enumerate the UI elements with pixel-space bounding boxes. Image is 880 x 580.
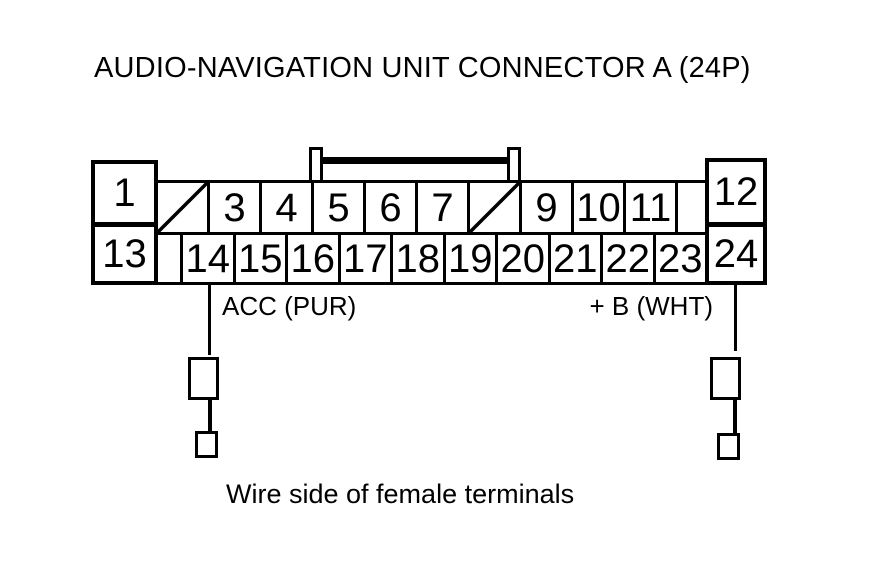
wire-label-plus-b: + B (WHT): [589, 291, 714, 321]
pin-number: 10: [576, 185, 621, 230]
pin-cell-11: 11: [623, 180, 678, 235]
pin-cell-20: 20: [495, 232, 551, 285]
pin-cell-4: 4: [259, 180, 314, 235]
pin-cell-15: 15: [232, 232, 288, 285]
diagram-title: AUDIO-NAVIGATION UNIT CONNECTOR A (24P): [94, 52, 751, 84]
wire-line-pin24-lower: [733, 398, 737, 436]
pin-cell-6: 6: [363, 180, 418, 235]
blank-cell-bottom-left: [155, 232, 183, 285]
pin-number: 6: [379, 185, 402, 230]
pin-cell-18: 18: [390, 232, 446, 285]
pin-cell-16: 16: [285, 232, 341, 285]
pin-cell-19: 19: [442, 232, 498, 285]
pin-number: 22: [605, 236, 651, 281]
pin-number: 19: [448, 236, 493, 281]
pin-cell-5: 5: [311, 180, 366, 235]
wire-line-pin24-upper: [734, 283, 737, 351]
no-terminal-slash-icon: [470, 183, 519, 232]
pin-cell-10: 10: [571, 180, 626, 235]
pin-cell-13: 13: [91, 223, 158, 285]
terminal-box-pin24-small: [717, 433, 740, 460]
pin-cell-9: 9: [519, 180, 574, 235]
pin-cell-8-no-terminal: [467, 180, 522, 235]
pin-cell-12: 12: [705, 158, 767, 226]
pin-cell-23: 23: [652, 232, 708, 285]
pin-cell-2-no-terminal: [155, 180, 210, 235]
pin-number: 4: [275, 185, 298, 230]
pin-number: 16: [290, 236, 336, 281]
pin-cell-1: 1: [91, 160, 158, 226]
pin-number: 21: [553, 236, 598, 281]
wire-label-acc: ACC (PUR): [222, 291, 357, 321]
pin-number: 12: [713, 170, 759, 214]
pin-number: 24: [713, 232, 759, 276]
pin-number: 9: [535, 185, 558, 230]
connector-latch-bar: [316, 157, 514, 164]
terminal-box-pin24-large: [710, 357, 741, 400]
pin-number: 17: [343, 236, 388, 281]
connector-latch-post-right: [507, 147, 521, 183]
pin-cell-22: 22: [600, 232, 656, 285]
no-terminal-slash-icon: [158, 183, 207, 232]
pin-number: 3: [223, 185, 246, 230]
diagram-caption: Wire side of female terminals: [226, 479, 575, 509]
terminal-box-pin14-small: [195, 431, 218, 458]
pin-cell-14: 14: [180, 232, 236, 285]
pin-cell-7: 7: [415, 180, 470, 235]
pin-number: 13: [102, 232, 147, 276]
connector-latch-post-left: [309, 147, 323, 183]
pin-cell-21: 21: [547, 232, 603, 285]
pin-number: 5: [327, 185, 350, 230]
pin-cell-3: 3: [207, 180, 262, 235]
pin-number: 7: [431, 185, 454, 230]
pin-cell-17: 17: [337, 232, 393, 285]
terminal-box-pin14-large: [188, 357, 219, 400]
pin-number: 20: [500, 236, 546, 281]
wire-line-pin14-upper: [208, 283, 211, 355]
pin-number: 11: [629, 185, 672, 230]
pin-cell-24: 24: [705, 223, 767, 285]
pin-number: 23: [658, 236, 703, 281]
blank-cell-top-right: [675, 180, 708, 235]
pin-number: 15: [238, 236, 283, 281]
wire-line-pin14-lower: [208, 398, 212, 434]
pin-number: 18: [395, 236, 441, 281]
pin-number: 14: [185, 236, 231, 281]
pin-number: 1: [113, 171, 136, 215]
